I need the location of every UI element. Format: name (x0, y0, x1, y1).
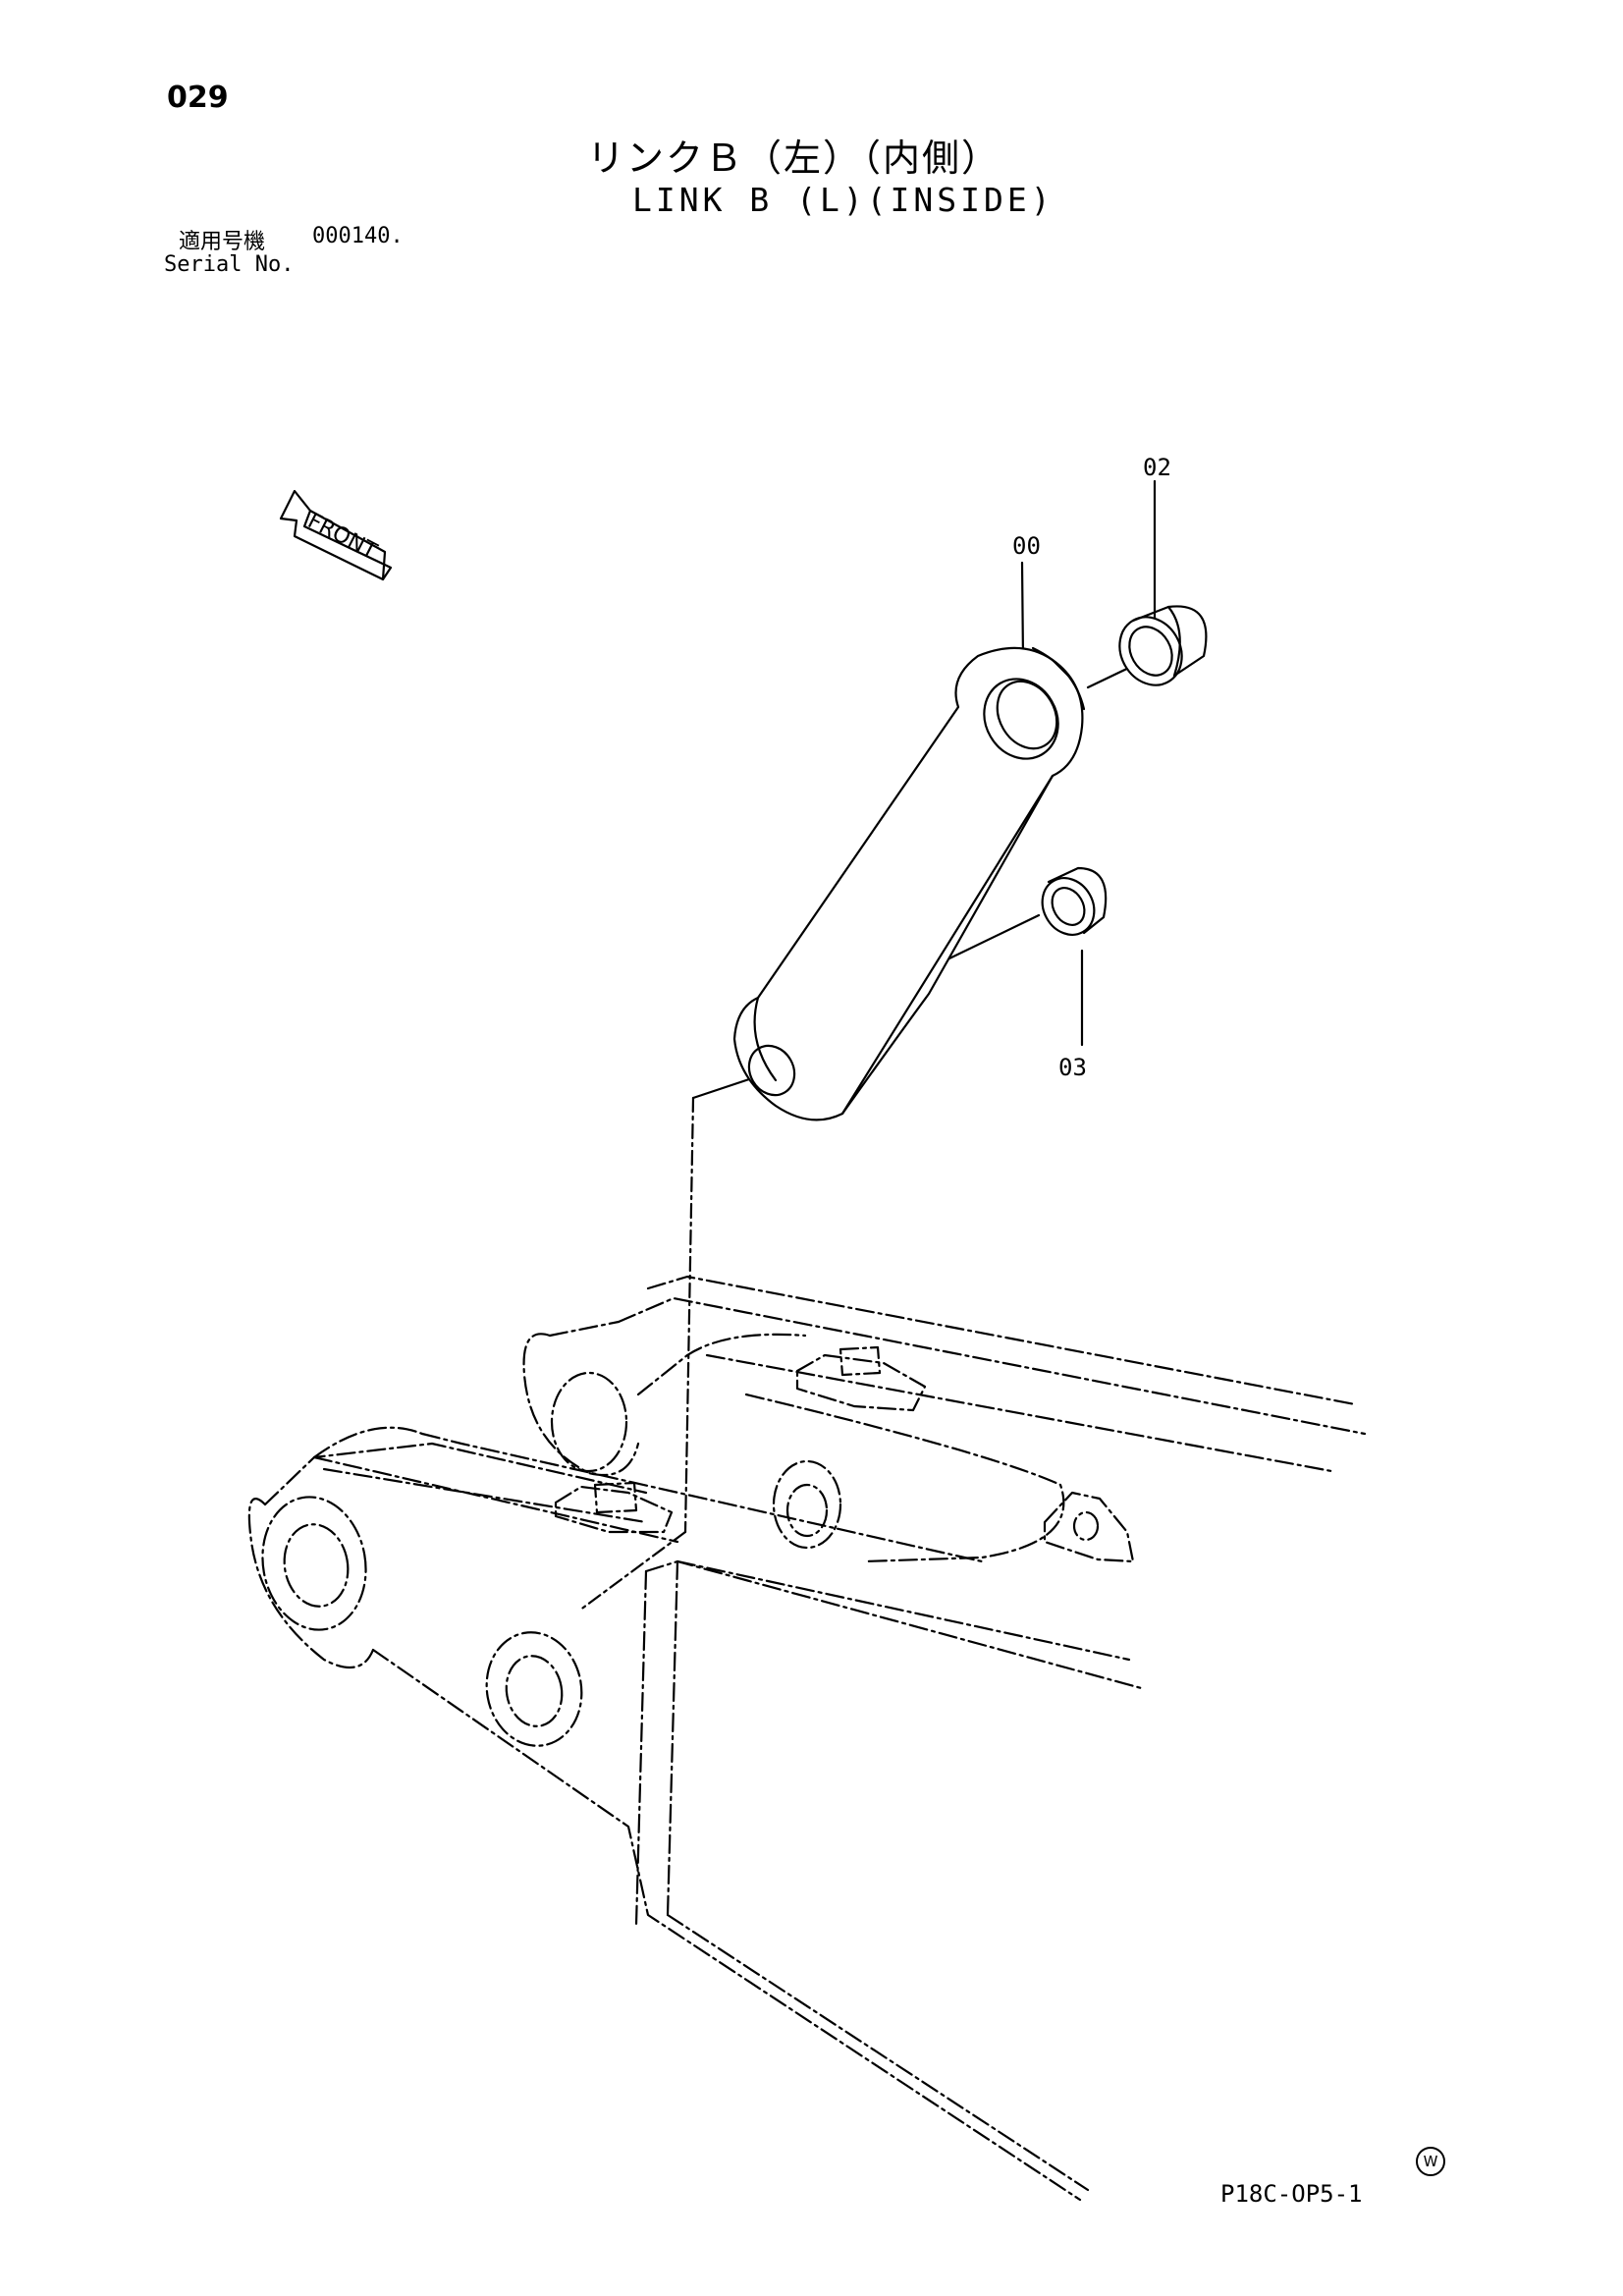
callout-00: 00 (1012, 532, 1041, 560)
boom-structure (247, 1275, 1367, 2202)
front-arrow-icon: FRONT (279, 489, 393, 581)
serial-value: 000140. (312, 224, 404, 248)
serial-label-english: Serial No. (164, 252, 295, 277)
title-english: LINK B (L)(INSIDE) (632, 181, 1055, 219)
title-japanese: リンクＢ（左）（内側） (587, 137, 1001, 180)
callout-03: 03 (1058, 1054, 1087, 1081)
watermark-symbol: W (1416, 2147, 1445, 2176)
page-number: 029 (167, 81, 229, 115)
bushing-02 (1118, 605, 1208, 686)
serial-label-japanese: 適用号機 (179, 230, 266, 254)
link-b-00 (732, 646, 1086, 1121)
callout-02: 02 (1143, 454, 1171, 481)
figure-code: P18C-OP5-1 (1220, 2180, 1363, 2208)
bushing-03 (1041, 866, 1108, 936)
